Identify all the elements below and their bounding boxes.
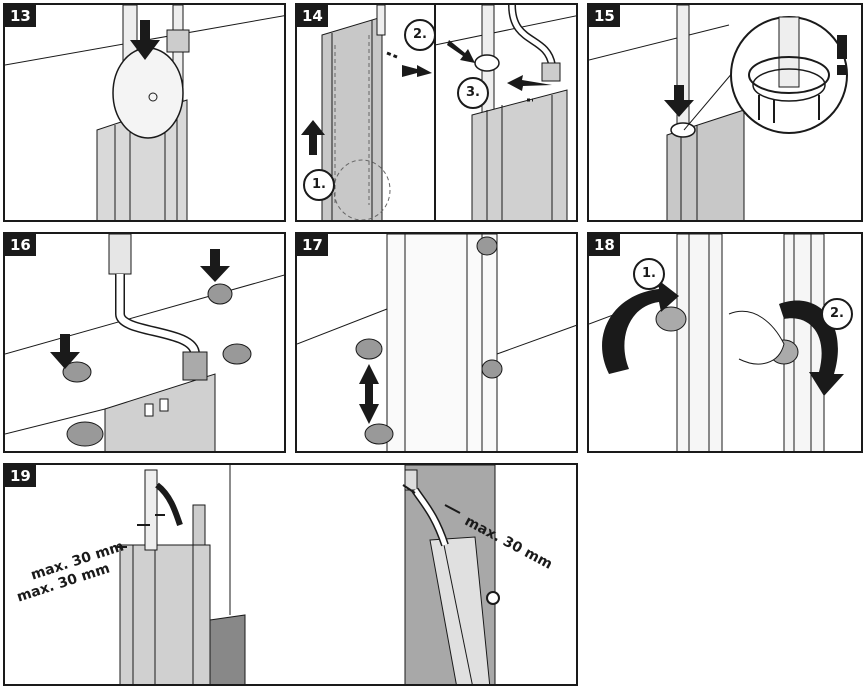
step-17-panel: 17 <box>295 232 578 453</box>
step-14-panel: 14 1. 2. 3. <box>295 3 578 222</box>
callout-3: 3. <box>457 77 489 109</box>
step-16-illustration <box>5 234 284 451</box>
step-19-panel: 19 max. 30 mm max. 30 mm max. 30 mm <box>3 463 578 686</box>
step-15-panel: 15 <box>587 3 863 222</box>
step-number: 15 <box>589 5 620 27</box>
step-15-illustration <box>589 5 848 220</box>
step-13-panel: 13 <box>3 3 286 222</box>
callout-1: 1. <box>633 258 665 290</box>
step-number: 19 <box>5 465 36 487</box>
callout-2: 2. <box>404 19 436 51</box>
callout-2: 2. <box>821 298 853 330</box>
step-number: 18 <box>589 234 620 256</box>
step-18-illustration <box>589 234 844 451</box>
step-16-panel: 16 <box>3 232 286 453</box>
step-number: 14 <box>297 5 328 27</box>
step-17-illustration <box>297 234 576 451</box>
callout-1: 1. <box>303 169 335 201</box>
step-number: 17 <box>297 234 328 256</box>
step-18-panel: 18 1. 2. <box>587 232 863 453</box>
step-19-illustration <box>115 465 500 684</box>
step-number: 16 <box>5 234 36 256</box>
step-14-illustration <box>301 5 576 220</box>
step-number: 13 <box>5 5 36 27</box>
step-13-illustration <box>5 5 284 220</box>
